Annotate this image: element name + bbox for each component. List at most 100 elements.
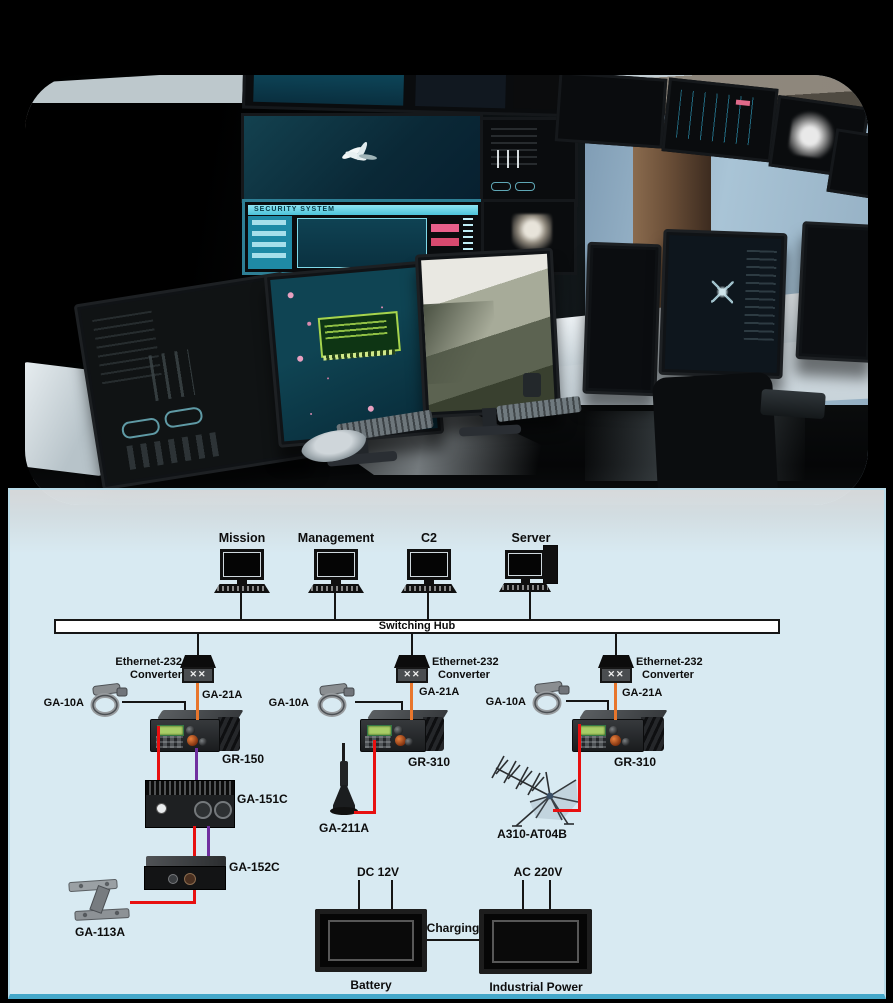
power-line bbox=[391, 880, 393, 909]
workstation-management: Management bbox=[276, 532, 396, 594]
handset-icon bbox=[532, 681, 570, 715]
handset-icon bbox=[317, 683, 355, 717]
power-line bbox=[358, 880, 360, 909]
rf-cable-red bbox=[373, 740, 376, 814]
case-label: GA-152C bbox=[229, 860, 280, 874]
hud-glyph bbox=[711, 280, 734, 304]
converter-label-line1: Ethernet-232 bbox=[115, 656, 182, 668]
cable-label-ga21a: GA-21A bbox=[419, 686, 460, 698]
ceiling-monitor-nav bbox=[661, 77, 779, 163]
workstation-server: Server bbox=[471, 532, 591, 594]
control-room-photo: SECURITY SYSTEM bbox=[25, 75, 868, 505]
handset-cable bbox=[184, 701, 186, 714]
ui-rows bbox=[126, 432, 220, 470]
dark-screen bbox=[588, 247, 656, 391]
charging-line bbox=[427, 939, 479, 941]
rf-cable-red bbox=[130, 901, 196, 904]
radio-label: GR-310 bbox=[614, 755, 657, 769]
connector-line bbox=[411, 634, 413, 655]
mountain-shadow bbox=[423, 300, 498, 385]
connector-line bbox=[529, 592, 531, 620]
connector-line bbox=[427, 592, 429, 620]
edge-screen bbox=[801, 227, 868, 357]
keyboard-icon bbox=[499, 583, 551, 592]
hud-screen bbox=[664, 235, 782, 373]
security-header: SECURITY SYSTEM bbox=[248, 205, 478, 215]
ui-pill bbox=[163, 406, 204, 429]
amplifier-ga151c bbox=[145, 780, 235, 828]
ethernet-converter-icon: ✕✕ bbox=[396, 667, 428, 683]
handset-label-ga10a: GA-10A bbox=[485, 696, 526, 708]
rf-cable-red bbox=[553, 809, 580, 812]
whip-antenna-ga211a bbox=[328, 743, 360, 817]
computer-icon bbox=[505, 550, 545, 579]
scale-marks bbox=[463, 218, 473, 266]
handset-label-ga10a: GA-10A bbox=[43, 697, 84, 709]
yagi-antenna-label: A310-AT04B bbox=[497, 827, 567, 841]
heatsink-fins bbox=[146, 781, 234, 795]
alert-button bbox=[431, 224, 459, 232]
whip-base-foot bbox=[330, 807, 358, 815]
keyboard-icon bbox=[401, 584, 457, 593]
ethernet-converter-icon bbox=[598, 655, 634, 668]
computer-icon bbox=[220, 549, 264, 580]
amp-port bbox=[214, 801, 232, 819]
smoke-plume bbox=[787, 108, 838, 160]
handset-cable bbox=[401, 701, 403, 714]
nav-lines bbox=[675, 89, 761, 146]
desk-phone-prop bbox=[760, 388, 826, 420]
cable-label-ga21a: GA-21A bbox=[622, 687, 663, 699]
keyboard-icon bbox=[214, 584, 270, 593]
ui-pill bbox=[120, 416, 161, 440]
radio-label: GR-310 bbox=[408, 755, 451, 769]
ui-bars bbox=[497, 150, 527, 168]
workstation-c2: C2 bbox=[369, 532, 489, 594]
handset-cable bbox=[566, 700, 609, 702]
switching-hub: Switching Hub bbox=[54, 619, 780, 634]
connector-line bbox=[334, 592, 336, 620]
radio-gr150 bbox=[150, 710, 244, 752]
mount-icon-ga113a bbox=[68, 878, 130, 921]
drone-silhouette bbox=[342, 142, 377, 161]
dark-scene bbox=[838, 131, 868, 142]
connector-line bbox=[197, 634, 199, 655]
mount-label: GA-113A bbox=[74, 925, 126, 939]
workstation-label: Server bbox=[511, 531, 551, 545]
amplifier-label: GA-151C bbox=[237, 792, 288, 806]
screen-fragment bbox=[415, 75, 507, 109]
case-ga152c bbox=[144, 856, 226, 890]
radio-gr310-mid bbox=[360, 710, 448, 752]
power-line bbox=[549, 880, 551, 909]
server-tower-icon bbox=[543, 545, 558, 584]
audio-cable-purple bbox=[207, 826, 210, 856]
case-connector bbox=[168, 874, 178, 884]
audio-cable-purple bbox=[195, 748, 198, 782]
connector-line bbox=[615, 634, 617, 655]
workstation-label: C2 bbox=[421, 531, 437, 545]
ga21a-cable bbox=[410, 683, 413, 720]
yagi-antenna-a310 bbox=[491, 755, 579, 827]
sidebar-buttons bbox=[252, 220, 286, 264]
whip-antenna-label: GA-211A bbox=[318, 821, 370, 835]
rf-cable-red bbox=[578, 724, 581, 812]
handset-cable bbox=[607, 700, 609, 714]
amp-port bbox=[156, 803, 167, 814]
ceiling-monitor-mountain bbox=[554, 75, 668, 149]
case-top bbox=[145, 856, 226, 867]
rf-cable-red bbox=[193, 890, 196, 904]
converter-label-line2: Converter bbox=[438, 669, 490, 681]
monitor-stand bbox=[331, 580, 341, 584]
camera-view bbox=[297, 218, 427, 268]
whip-rod-thin bbox=[342, 743, 345, 763]
industrial-power-panel bbox=[492, 920, 579, 963]
rf-cable-red bbox=[354, 811, 376, 814]
desk-monitor-edge bbox=[795, 221, 868, 363]
handset-cable bbox=[122, 701, 186, 703]
ethernet-converter-icon bbox=[180, 655, 216, 668]
computer-icon bbox=[407, 549, 451, 580]
ui-pill bbox=[515, 182, 535, 191]
rf-cable-red bbox=[193, 826, 196, 856]
handset-cable bbox=[355, 701, 403, 703]
system-diagram-panel: Mission Management C2 Server Switching bbox=[8, 488, 886, 999]
